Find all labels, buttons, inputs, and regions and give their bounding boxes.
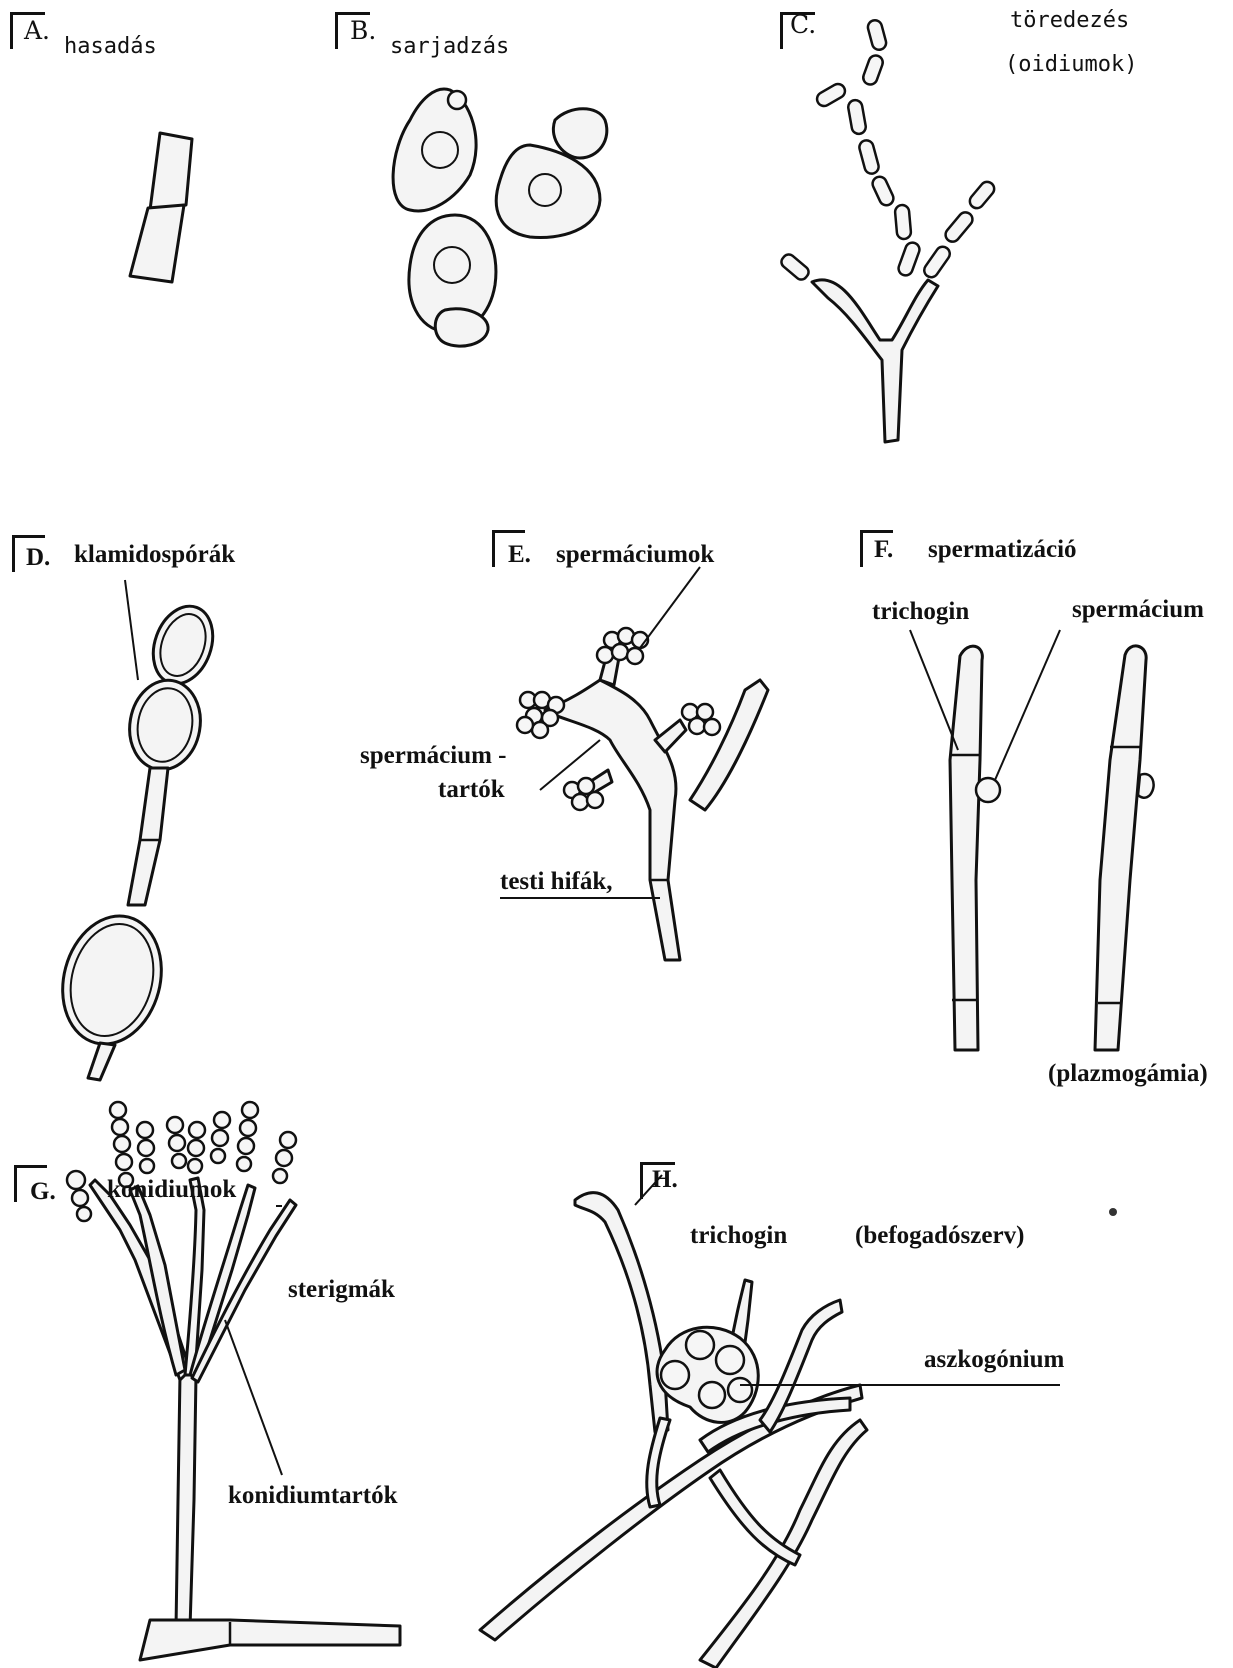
panel-h-label-trichogyne: trichogin (690, 1222, 787, 1250)
oidium (815, 81, 848, 108)
leader-line (125, 580, 138, 680)
oidium (943, 209, 976, 244)
leader-line (910, 630, 958, 750)
hypha-base (140, 1620, 400, 1660)
panel-f-label-plasmogamy: (plazmogámia) (1048, 1060, 1208, 1088)
panel-d-chlamydospores (49, 580, 223, 1080)
conidiophore-stalk (176, 1375, 196, 1628)
panel-e-label-holders-1: spermácium - (360, 742, 507, 770)
panel-e-label-holders-2: tartók (438, 776, 505, 804)
oidium (967, 179, 997, 211)
yeast-bud-2 (553, 109, 606, 158)
oidium (870, 174, 895, 207)
panel-f-caption: spermatizáció (928, 536, 1077, 564)
spermatium-holder (545, 680, 680, 960)
panel-h-label-receptive: (befogadószerv) (855, 1222, 1024, 1250)
oidium (861, 54, 884, 87)
leader-line (640, 567, 700, 648)
panel-e-spermatia (500, 567, 768, 960)
leader-line (225, 1320, 282, 1475)
panel-g-label-conidiophores: konidiumtartók (228, 1482, 397, 1510)
trichogyne (575, 1193, 668, 1432)
panel-g-caption: konidiumok (107, 1176, 236, 1204)
panel-h-letter: H. (652, 1166, 678, 1194)
panel-f-label-trichogyne: trichogin (872, 598, 969, 626)
fission-cell-top (150, 133, 192, 210)
oidium (922, 244, 953, 280)
hypha-branch (710, 1470, 800, 1565)
yeast-bud-3 (435, 309, 488, 346)
oidium (866, 19, 887, 52)
panel-a-fission-cells (130, 133, 192, 282)
conidiophore-branch (130, 1186, 185, 1375)
panel-g-letter: G. (30, 1178, 56, 1206)
leader-line (995, 630, 1060, 780)
panel-b-letter: B. (350, 16, 376, 45)
trichogyne-right (1095, 646, 1146, 1050)
oidium (779, 252, 811, 282)
fission-cell-bottom (130, 205, 184, 282)
spermatium-cluster (682, 704, 720, 735)
speck (1109, 1208, 1117, 1216)
panel-c-letter: C. (790, 10, 816, 39)
hypha-segment (128, 768, 168, 905)
panel-d-caption: klamidospórák (74, 541, 235, 569)
oidium (895, 204, 912, 239)
oidium (897, 241, 922, 278)
oidium (847, 99, 867, 135)
chlamydospore-bottom (49, 905, 175, 1055)
hypha-branching (812, 280, 938, 442)
panel-a-caption: hasadás (64, 34, 157, 59)
panel-a-letter: A. (24, 16, 50, 45)
spermatium-cluster (517, 692, 564, 738)
panel-h-label-ascogonium: aszkogónium (924, 1346, 1064, 1374)
panel-d-letter: D. (26, 544, 50, 572)
panel-e-caption: spermáciumok (556, 541, 714, 569)
chlamydospore-middle (123, 675, 208, 776)
holder-stalk (655, 720, 686, 752)
panel-b-caption: sarjadzás (390, 34, 509, 59)
panel-c-oidia (779, 19, 997, 442)
panel-e-letter: E. (508, 541, 531, 569)
panel-f-label-spermatium: spermácium (1072, 596, 1204, 624)
plasmogamy-bulge (1138, 774, 1154, 798)
panel-f-letter: F. (874, 536, 893, 564)
yeast-bud-1 (448, 91, 466, 109)
panel-f-spermatization (910, 630, 1154, 1050)
panel-c-caption-line1: töredezés (1010, 8, 1129, 33)
panel-e-label-hyphae: testi hifák, (500, 868, 613, 896)
panel-c-caption-line2: (oidiumok) (1005, 52, 1137, 77)
panel-b-budding-yeast (393, 89, 607, 346)
panel-g-label-sterigmata: sterigmák (288, 1276, 395, 1304)
chlamydospore-top (143, 598, 223, 692)
spermatium (976, 778, 1000, 802)
oidium (858, 139, 880, 175)
trichogyne-left (950, 646, 982, 1050)
hypha-base (88, 1043, 115, 1080)
hypha-branch (690, 680, 768, 810)
